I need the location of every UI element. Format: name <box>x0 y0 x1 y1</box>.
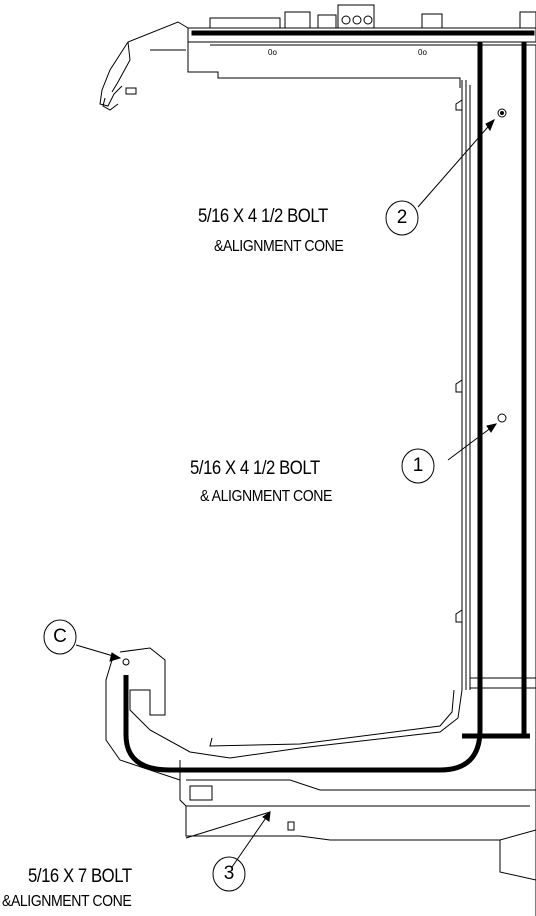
bolt-holes <box>122 108 507 666</box>
callout-c-circle <box>43 619 77 655</box>
callout-1-number: 1 <box>412 455 424 476</box>
callout-1-circle <box>401 448 435 484</box>
callout-c-letter: C <box>53 626 67 647</box>
svg-text:0o: 0o <box>268 48 277 57</box>
callout-3-number: 3 <box>223 863 235 884</box>
callout-3-circle <box>212 856 246 892</box>
callout-1-bolt-label: 5/16 X 4 1/2 BOLT <box>190 458 320 479</box>
svg-text:0o: 0o <box>418 48 427 57</box>
callout-3-bolt-label: 5/16 X 7 BOLT <box>28 866 132 887</box>
callout-2-bolt-label: 5/16 X 4 1/2 BOLT <box>198 206 328 227</box>
callout-1-cone-label: & ALIGNMENT CONE <box>200 488 332 505</box>
callout-3-cone-label: &ALIGNMENT CONE <box>2 893 132 910</box>
callout-2-circle <box>385 200 419 236</box>
rear-wall-inner <box>455 80 471 690</box>
leader-lines <box>75 118 498 868</box>
callout-2-number: 2 <box>396 207 408 228</box>
seal-outline <box>123 42 530 773</box>
callout-circles <box>43 200 435 892</box>
callout-2-cone-label: &ALIGNMENT CONE <box>214 238 344 255</box>
outer-body <box>105 45 536 916</box>
top-canopy: 0o 0o <box>99 4 536 111</box>
